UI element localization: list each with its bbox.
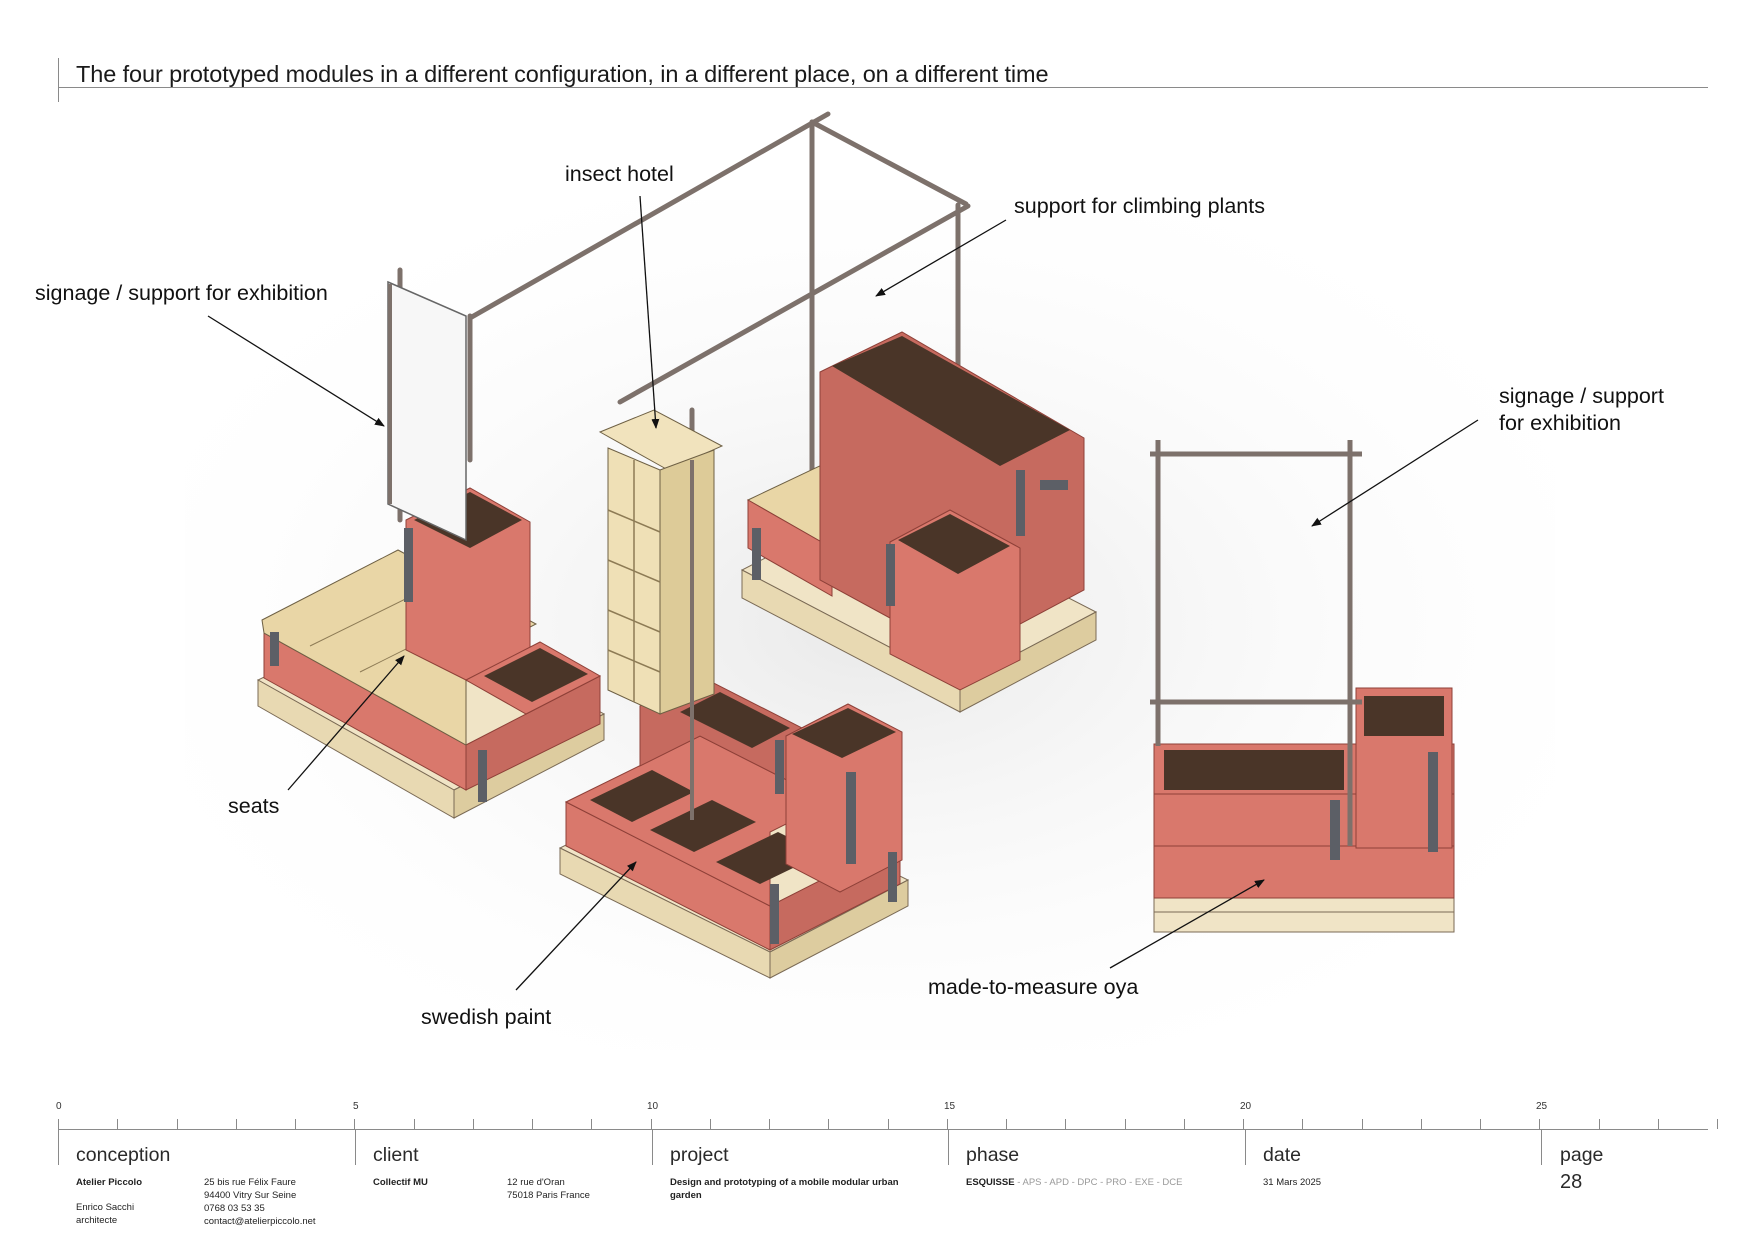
callout-signage-right-1: signage / support <box>1499 384 1664 408</box>
project-description-2: garden <box>670 1190 702 1201</box>
scale-tick <box>1717 1119 1718 1129</box>
module-insect-hotel <box>558 409 910 979</box>
scale-tick <box>1006 1119 1007 1129</box>
column-bar-phase <box>948 1129 949 1165</box>
page-title: The four prototyped modules in a differe… <box>76 61 1049 87</box>
date-value: 31 Mars 2025 <box>1263 1177 1322 1188</box>
callout-oya: made-to-measure oya <box>928 975 1139 999</box>
phase-heading: phase <box>966 1144 1020 1166</box>
page-heading: page <box>1560 1144 1604 1166</box>
scale-tick <box>591 1119 592 1129</box>
scale-tick <box>1362 1119 1363 1129</box>
scale-tick <box>710 1119 711 1129</box>
column-bar-conception <box>58 1129 59 1165</box>
scale-tick <box>1480 1119 1481 1129</box>
module-climbing <box>740 331 1098 713</box>
scale-tick <box>58 1119 59 1129</box>
scale-tick <box>532 1119 533 1129</box>
scale-tick <box>354 1119 355 1129</box>
scale-rule <box>58 1129 1708 1130</box>
module-seats <box>256 280 606 819</box>
phase-line: ESQUISSE - APS - APD - DPC - PRO - EXE -… <box>966 1176 1182 1189</box>
callout-insect-hotel: insect hotel <box>565 162 674 186</box>
scale-tick <box>828 1119 829 1129</box>
client-address-2: 75018 Paris France <box>507 1190 590 1201</box>
column-bar-date <box>1245 1129 1246 1165</box>
conception-address-1: 25 bis rue Félix Faure <box>204 1177 296 1188</box>
callout-climbing-plants: support for climbing plants <box>1014 194 1265 218</box>
title-tick <box>58 58 59 102</box>
scale-tick <box>888 1119 889 1129</box>
callout-signage-right-2: for exhibition <box>1499 411 1621 435</box>
callout-swedish-paint: swedish paint <box>421 1005 552 1029</box>
scale-tick <box>295 1119 296 1129</box>
scale-tick <box>1243 1119 1244 1129</box>
scale-tick <box>473 1119 474 1129</box>
conception-firm: Atelier Piccolo <box>76 1177 142 1188</box>
scale-tick <box>117 1119 118 1129</box>
client-name: Collectif MU <box>373 1177 428 1188</box>
scale-label-20: 20 <box>1240 1101 1252 1112</box>
scale-label-0: 0 <box>56 1101 62 1112</box>
scale-tick <box>1065 1119 1066 1129</box>
title-rule <box>58 87 1708 88</box>
phase-current: ESQUISSE <box>966 1177 1015 1188</box>
scale-tick <box>1658 1119 1659 1129</box>
client-address-1: 12 rue d'Oran <box>507 1177 565 1188</box>
date-heading: date <box>1263 1144 1301 1166</box>
column-bar-project <box>652 1129 653 1165</box>
column-bar-page <box>1541 1129 1542 1165</box>
scale-tick <box>769 1119 770 1129</box>
scale-tick <box>414 1119 415 1129</box>
scale-label-25: 25 <box>1536 1101 1548 1112</box>
conception-heading: conception <box>76 1144 171 1166</box>
conception-person: Enrico Sacchi <box>76 1202 135 1213</box>
scale-tick <box>1125 1119 1126 1129</box>
scale-tick <box>1184 1119 1185 1129</box>
scale-tick <box>947 1119 948 1129</box>
client-heading: client <box>373 1144 419 1166</box>
scale-tick <box>651 1119 652 1129</box>
scale-label-5: 5 <box>353 1101 359 1112</box>
phase-other: - APS - APD - DPC - PRO - EXE - DCE <box>1014 1177 1183 1188</box>
conception-address-2: 94400 Vitry Sur Seine <box>204 1190 297 1201</box>
callout-seats: seats <box>228 794 280 818</box>
scale-label-15: 15 <box>944 1101 956 1112</box>
scale-tick <box>236 1119 237 1129</box>
column-bar-client <box>355 1129 356 1165</box>
conception-phone: 0768 03 53 35 <box>204 1203 265 1214</box>
scale-tick <box>177 1119 178 1129</box>
scale-tick <box>1302 1119 1303 1129</box>
module-oya <box>1150 440 1455 933</box>
leader-lines <box>207 195 1479 991</box>
scale-label-10: 10 <box>647 1101 659 1112</box>
callout-signage-left: signage / support for exhibition <box>35 281 328 305</box>
conception-role: architecte <box>76 1215 118 1226</box>
project-heading: project <box>670 1144 729 1166</box>
scale-tick <box>1599 1119 1600 1129</box>
scale-tick <box>1421 1119 1422 1129</box>
conception-email: contact@atelierpiccolo.net <box>204 1216 316 1227</box>
project-description-1: Design and prototyping of a mobile modul… <box>670 1177 899 1188</box>
scale-tick <box>1539 1119 1540 1129</box>
page-number: 28 <box>1560 1171 1583 1193</box>
